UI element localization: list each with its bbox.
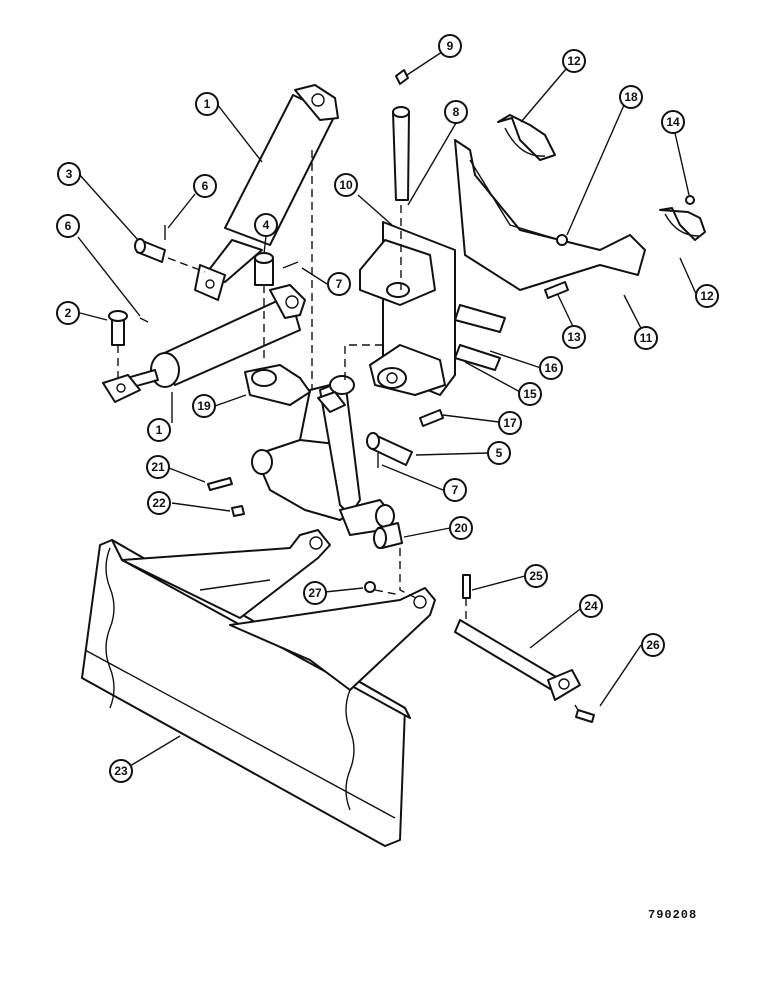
callout-label: 15: [523, 387, 537, 401]
callout-label: 8: [453, 105, 460, 119]
callout-12b: 12: [695, 284, 719, 308]
callout-label: 12: [700, 289, 714, 303]
bushing-item-20: [373, 522, 403, 549]
callout-2: 2: [56, 301, 80, 325]
callout-label: 4: [263, 218, 270, 232]
callout-label: 6: [202, 179, 209, 193]
callout-label: 21: [151, 460, 165, 474]
callout-label: 14: [666, 115, 680, 129]
callout-label: 10: [339, 178, 353, 192]
callout-label: 3: [66, 167, 73, 181]
fitting-item-9: [395, 69, 409, 85]
clamp-upper: [497, 114, 556, 161]
callout-label: 11: [640, 331, 653, 345]
callout-7a: 7: [327, 272, 351, 296]
fitting-item-22: [231, 505, 245, 517]
callout-label: 16: [544, 361, 558, 375]
callout-label: 9: [447, 39, 454, 53]
callout-1a: 1: [195, 92, 219, 116]
callout-22: 22: [147, 491, 171, 515]
pin-item-8: [392, 106, 410, 201]
callout-label: 12: [567, 54, 581, 68]
pin-item-21: [207, 477, 233, 491]
callout-10: 10: [334, 173, 358, 197]
callout-25: 25: [524, 564, 548, 588]
callout-11: 11: [634, 326, 658, 350]
callout-20: 20: [449, 516, 473, 540]
callout-7b: 7: [443, 478, 467, 502]
nut-item-27: [364, 581, 376, 593]
callout-label: 20: [454, 521, 468, 535]
callout-label: 25: [529, 569, 543, 583]
nut-item-18: [556, 234, 568, 246]
callout-17: 17: [498, 411, 522, 435]
callout-label: 7: [336, 277, 343, 291]
callout-16: 16: [539, 356, 563, 380]
pivot-frame: [244, 364, 395, 536]
callout-5: 5: [487, 441, 511, 465]
mounting-bracket: [359, 221, 456, 396]
callout-label: 2: [65, 306, 72, 320]
shaft-item-24: [454, 619, 581, 701]
main-bracket: [454, 139, 646, 371]
callout-label: 1: [204, 97, 211, 111]
callout-13: 13: [562, 325, 586, 349]
callout-label: 26: [646, 638, 660, 652]
pin-item-4: [254, 252, 274, 286]
callout-label: 23: [114, 764, 128, 778]
callout-23: 23: [109, 759, 133, 783]
callout-label: 13: [567, 330, 581, 344]
dozer-blade: [81, 529, 436, 847]
callout-12a: 12: [562, 49, 586, 73]
callout-21: 21: [146, 455, 170, 479]
callout-3: 3: [57, 162, 81, 186]
pin-item-3: [134, 238, 166, 263]
hydraulic-cylinder-upper: [194, 84, 339, 301]
callout-27: 27: [303, 581, 327, 605]
callout-9: 9: [438, 34, 462, 58]
hydraulic-cylinder-lower: [102, 284, 306, 403]
callout-4: 4: [254, 213, 278, 237]
callout-6a: 6: [193, 174, 217, 198]
callout-label: 22: [152, 496, 166, 510]
callout-label: 17: [503, 416, 517, 430]
bolt-item-13: [544, 281, 569, 299]
drawing-number: 790208: [648, 908, 698, 922]
assembly-center-lines: [117, 150, 579, 711]
callout-label: 18: [624, 90, 638, 104]
callout-label: 24: [584, 599, 598, 613]
callout-label: 1: [156, 423, 163, 437]
pin-item-2: [108, 310, 128, 346]
callout-1b: 1: [147, 418, 171, 442]
callout-label: 6: [65, 219, 72, 233]
pin-item-5: [366, 432, 413, 466]
bolt-item-26: [575, 709, 595, 723]
callout-26: 26: [641, 633, 665, 657]
bolt-item-17: [419, 409, 444, 427]
callout-label: 27: [308, 586, 322, 600]
callout-19: 19: [192, 394, 216, 418]
callout-15: 15: [518, 382, 542, 406]
callout-24: 24: [579, 594, 603, 618]
callout-8: 8: [444, 100, 468, 124]
callout-label: 7: [452, 483, 459, 497]
clamp-lower: [659, 207, 706, 241]
callout-label: 5: [496, 446, 503, 460]
leader-lines: [77, 47, 698, 767]
callout-6b: 6: [56, 214, 80, 238]
callout-18: 18: [619, 85, 643, 109]
nut-item-14: [685, 195, 695, 205]
pin-item-25: [462, 574, 471, 599]
callout-label: 19: [197, 399, 211, 413]
callout-14: 14: [661, 110, 685, 134]
